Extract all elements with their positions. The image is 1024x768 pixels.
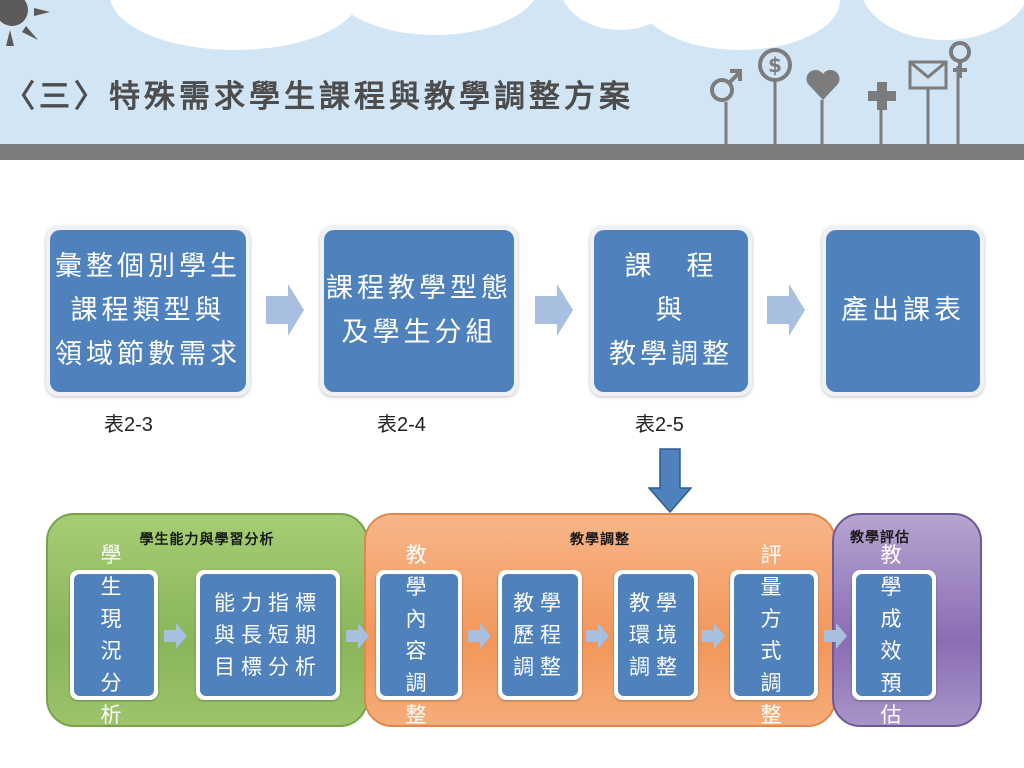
process-step-consolidate: 彙整個別學生 課程類型與 領域節數需求 xyxy=(46,226,250,396)
chevron-right-icon xyxy=(535,284,573,336)
chevron-right-icon xyxy=(164,623,187,649)
sub-step-environment-adjustment: 教學 環境 調整 xyxy=(614,570,698,700)
sub-step-assessment-adjustment: 評 量 方 式 調 整 xyxy=(730,543,818,727)
sub-step-process-adjustment: 教學 歷程 調整 xyxy=(498,570,582,700)
sub-step-text: 教學 環境 調整 xyxy=(629,591,683,679)
process-step-timetable: 產出課表 xyxy=(822,226,984,396)
panel-title: 教學調整 xyxy=(570,532,630,548)
table-reference-label: 表2-5 xyxy=(635,414,684,436)
table-reference-label: 表2-3 xyxy=(104,414,153,436)
sub-step-text: 學 生 現 況 分 析 xyxy=(100,543,128,727)
process-step-text: 課程教學型態 及學生分組 xyxy=(326,273,512,348)
panel-title: 學生能力與學習分析 xyxy=(139,532,275,548)
sub-step-text: 教 學 成 效 預 估 xyxy=(880,543,908,727)
header-divider-bar xyxy=(0,144,1024,160)
sun-icon xyxy=(0,0,50,46)
plus-icon xyxy=(868,82,896,110)
chevron-right-icon xyxy=(346,623,369,649)
chevron-right-icon xyxy=(824,623,847,649)
cloud-decoration xyxy=(330,0,540,35)
cloud-decoration xyxy=(860,0,1024,40)
chevron-right-icon xyxy=(266,284,304,336)
slide-title: 〈三〉特殊需求學生課程與教學調整方案 xyxy=(4,79,634,115)
svg-text:$: $ xyxy=(768,53,782,77)
sub-step-effect-estimate: 教 學 成 效 預 估 xyxy=(852,543,936,727)
heart-icon xyxy=(806,69,840,100)
sub-step-goal-analysis: 能力指標 與長短期 目標分析 xyxy=(196,570,340,700)
process-step-grouping: 課程教學型態 及學生分組 xyxy=(320,226,518,396)
dollar-icon: $ xyxy=(758,48,792,82)
mail-icon xyxy=(908,60,948,90)
female-icon xyxy=(949,41,971,78)
chevron-right-icon xyxy=(702,623,725,649)
sub-step-text: 教 學 內 容 調 整 xyxy=(405,543,433,727)
chevron-right-icon xyxy=(468,623,491,649)
sub-step-text: 教學 歷程 調整 xyxy=(513,591,567,679)
panel-title: 教學評估 xyxy=(850,530,910,546)
chevron-right-icon xyxy=(767,284,805,336)
table-reference-label: 表2-4 xyxy=(377,414,426,436)
sub-step-content-adjustment: 教 學 內 容 調 整 xyxy=(376,543,462,727)
chevron-right-icon xyxy=(586,623,609,649)
header-icons-group xyxy=(724,66,960,144)
process-step-adjustment: 課 程 與 教學調整 xyxy=(590,226,752,396)
process-step-text: 產出課表 xyxy=(841,295,965,326)
male-icon xyxy=(710,69,742,102)
cloud-decoration xyxy=(110,0,360,50)
arrow-down-icon xyxy=(648,448,692,514)
sub-step-text: 評 量 方 式 調 整 xyxy=(760,543,788,727)
sub-step-current-status: 學 生 現 況 分 析 xyxy=(70,543,158,727)
process-step-text: 彙整個別學生 課程類型與 領域節數需求 xyxy=(55,251,241,370)
sub-step-text: 能力指標 與長短期 目標分析 xyxy=(214,591,322,679)
process-step-text: 課 程 與 教學調整 xyxy=(609,251,733,370)
slide-header: $ 〈三〉特殊需求學生課程與教學調整方案 xyxy=(0,0,1024,144)
